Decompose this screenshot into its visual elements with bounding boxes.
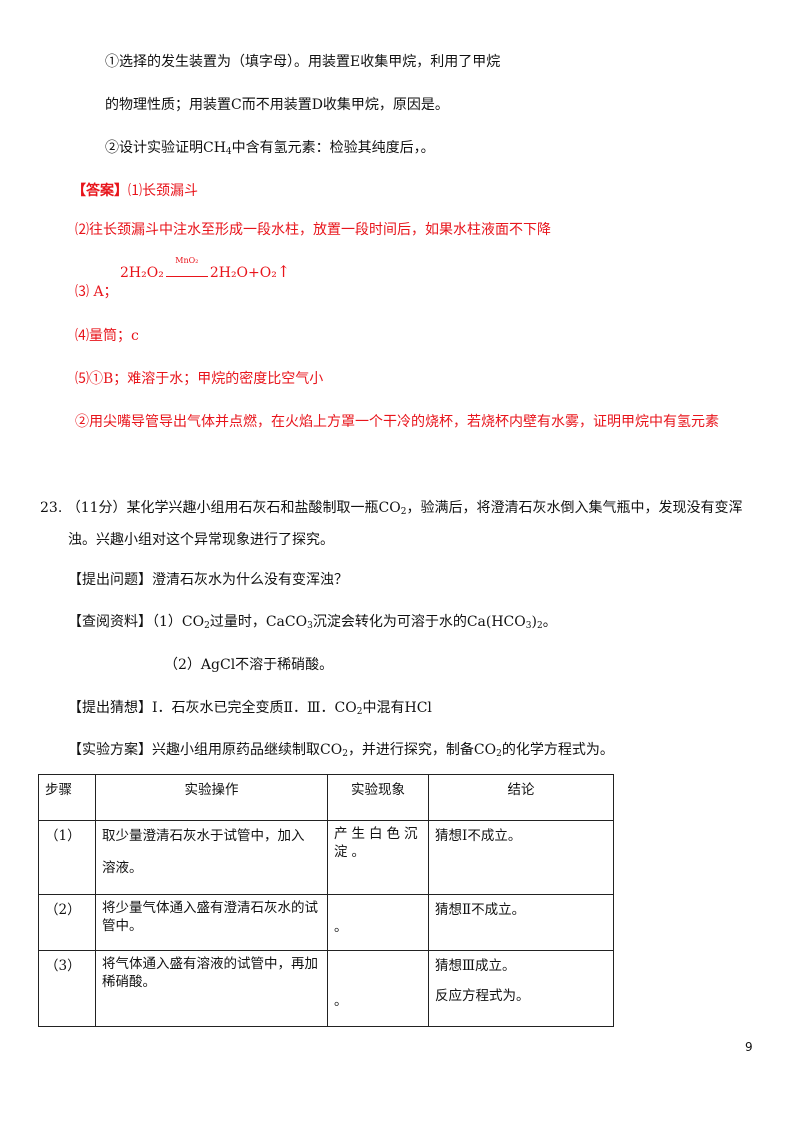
- table-row: （1） 取少量澄清石灰水于试管中，加入溶液。 产生白色沉淀。 猜想Ⅰ不成立。: [38, 820, 614, 895]
- answer-text: ⑴长颈漏斗: [128, 183, 198, 199]
- text-segment: 23. （11分）某化学兴趣小组用石灰石和盐酸制取一瓶CO: [40, 500, 401, 516]
- subscript: 2: [356, 707, 363, 717]
- q23-ref-1: 【查阅资料】（1）CO2过量时，CaCO3沉淀会转化为可溶于水的Ca(HCO3)…: [68, 612, 557, 636]
- text-segment: 中含有氢元素：检验其纯度后，。: [231, 140, 435, 156]
- catalyst-label: MnO₂: [175, 256, 199, 265]
- subscript: 2: [536, 621, 543, 631]
- text-segment: ): [531, 614, 537, 630]
- text-segment: 【实验方案】兴趣小组用原药品继续制取CO: [68, 742, 343, 758]
- q23-ref-2: （2）AgCl不溶于稀硝酸。: [164, 657, 334, 673]
- subscript: 4: [225, 147, 232, 157]
- phenomenon-cell: 。: [327, 894, 429, 951]
- gas-arrow: ↑: [276, 262, 291, 281]
- step-cell: （1）: [38, 820, 96, 895]
- answer-line-1: 【答案】⑴长颈漏斗: [72, 181, 198, 201]
- text-segment: ②设计实验证明CH: [105, 140, 226, 156]
- conclusion-cell: 猜想Ⅲ成立。反应方程式为。: [428, 950, 614, 1027]
- answer-line-6: ②用尖嘴导管导出气体并点燃，在火焰上方罩一个干冷的烧杯，若烧杯内壁有水雾，证明甲…: [75, 414, 719, 430]
- text-segment: 【提出猜想】Ⅰ．石灰水已完全变质Ⅱ．Ⅲ．CO: [68, 700, 357, 716]
- answer-label: 【答案】: [72, 183, 128, 199]
- eq-right: 2H₂O+O₂: [209, 265, 277, 281]
- text-segment: 中混有HCl: [362, 700, 432, 716]
- text-segment: 的化学方程式为。: [501, 742, 614, 758]
- text-segment: ，并进行探究，制备CO: [347, 742, 497, 758]
- q23-plan: 【实验方案】兴趣小组用原药品继续制取CO2，并进行探究，制备CO2的化学方程式为…: [68, 740, 614, 764]
- operation-cell: 取少量澄清石灰水于试管中，加入溶液。: [95, 820, 328, 895]
- table-header-row: 步骤 实验操作 实验现象 结论: [38, 774, 614, 821]
- question-line: ②设计实验证明CH4中含有氢元素：检验其纯度后，。: [105, 138, 435, 162]
- answer-line-3: ⑶ A；: [75, 284, 118, 300]
- text-segment: 。: [542, 614, 557, 630]
- step-cell: （2）: [38, 894, 96, 951]
- page-number: 9: [745, 1040, 753, 1054]
- operation-text: 取少量澄清石灰水于试管中，加入: [102, 828, 305, 844]
- question-line: ①选择的发生装置为（填字母）。用装置E收集甲烷，利用了甲烷: [105, 54, 501, 70]
- q23-line-2: 浊。兴趣小组对这个异常现象进行了探究。: [68, 532, 334, 548]
- header-cell: 步骤: [38, 774, 96, 821]
- step-cell: （3）: [38, 950, 96, 1027]
- question-line: 的物理性质；用装置C而不用装置D收集甲烷，原因是。: [105, 97, 449, 113]
- eq-left: 2H₂O₂: [120, 265, 164, 281]
- subscript: 2: [496, 749, 502, 759]
- text-segment: ，验满后，将澄清石灰水倒入集气瓶中，发现没有变浑: [406, 500, 743, 516]
- subscript: 3: [307, 621, 313, 631]
- conclusion-text: 猜想Ⅲ成立。: [435, 958, 516, 974]
- q23-guess: 【提出猜想】Ⅰ．石灰水已完全变质Ⅱ．Ⅲ．CO2中混有HCl: [68, 698, 432, 722]
- phenomenon-cell: 。: [327, 950, 429, 1027]
- subscript: 2: [342, 749, 348, 759]
- phenomenon-cell: 产生白色沉淀。: [327, 820, 429, 895]
- table-row: （3） 将气体通入盛有溶液的试管中，再加稀硝酸。 。 猜想Ⅲ成立。反应方程式为。: [38, 950, 614, 1027]
- q23-ask: 【提出问题】澄清石灰水为什么没有变浑浊？: [68, 572, 348, 588]
- experiment-table: 步骤 实验操作 实验现象 结论 （1） 取少量澄清石灰水于试管中，加入溶液。 产…: [38, 774, 614, 1027]
- chemical-equation: 2H₂O₂ MnO₂ 2H₂O+O₂↑: [120, 256, 291, 281]
- subscript: 2: [204, 621, 210, 631]
- header-cell: 实验操作: [95, 774, 328, 821]
- subscript: 3: [525, 621, 532, 631]
- header-cell: 结论: [428, 774, 614, 821]
- operation-text: 溶液。: [102, 860, 143, 876]
- header-cell: 实验现象: [327, 774, 429, 821]
- eq-catalyst: MnO₂: [165, 256, 208, 277]
- operation-cell: 将气体通入盛有溶液的试管中，再加稀硝酸。: [95, 950, 328, 1027]
- operation-cell: 将少量气体通入盛有澄清石灰水的试管中。: [95, 894, 328, 951]
- answer-line-4: ⑷量筒；c: [75, 328, 139, 344]
- table-row: （2） 将少量气体通入盛有澄清石灰水的试管中。 。 猜想Ⅱ不成立。: [38, 894, 614, 951]
- answer-line-2: ⑵往长颈漏斗中注水至形成一段水柱，放置一段时间后，如果水柱液面不下降: [75, 222, 551, 238]
- text-segment: 沉淀会转化为可溶于水的Ca(HCO: [312, 614, 526, 630]
- text-segment: 【查阅资料】（1）CO: [68, 614, 205, 630]
- text-segment: 过量时，CaCO: [209, 614, 308, 630]
- answer-line-5: ⑸①B；难溶于水；甲烷的密度比空气小: [75, 371, 324, 387]
- subscript: 2: [400, 507, 407, 517]
- q23-line-1: 23. （11分）某化学兴趣小组用石灰石和盐酸制取一瓶CO2，验满后，将澄清石灰…: [40, 498, 742, 522]
- conclusion-cell: 猜想Ⅱ不成立。: [428, 894, 614, 951]
- conclusion-text: 反应方程式为。: [435, 988, 530, 1004]
- conclusion-cell: 猜想Ⅰ不成立。: [428, 820, 614, 895]
